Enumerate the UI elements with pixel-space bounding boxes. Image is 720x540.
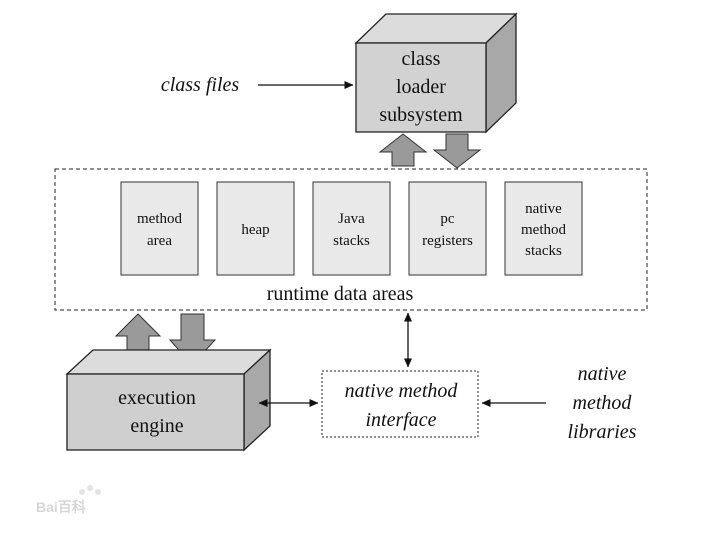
baike-watermark: Bai百科 <box>36 485 101 515</box>
runtime-area-label: method <box>521 222 566 238</box>
native-interface-line-1: native method <box>345 380 459 402</box>
runtime-area-label: heap <box>241 222 269 238</box>
runtime-area-label: stacks <box>333 233 370 249</box>
native-method-interface-box: native method interface <box>321 370 479 438</box>
runtime-area-label: Java <box>338 211 365 227</box>
class-loader-line-3: subsystem <box>379 104 463 126</box>
watermark-text: Bai百科 <box>36 499 86 515</box>
runtime-area-method-area: method area <box>120 181 199 276</box>
runtime-area-pc-registers: pc registers <box>408 181 487 276</box>
class-files-label: class files <box>161 74 240 96</box>
class-loader-box: class loader subsystem <box>354 12 518 134</box>
down-block-arrow-from-loader <box>432 133 482 169</box>
runtime-area-label: native <box>525 201 562 217</box>
runtime-data-areas-label: runtime data areas <box>267 283 414 305</box>
execution-engine-line-1: execution <box>118 387 196 409</box>
runtime-area-label: stacks <box>525 243 562 259</box>
native-libraries-line-3: libraries <box>568 421 637 443</box>
execution-engine-line-2: engine <box>130 415 183 437</box>
runtime-area-label: registers <box>422 233 473 249</box>
runtime-area-label: area <box>147 233 172 249</box>
class-loader-line-1: class <box>402 48 441 70</box>
runtime-area-java-stacks: Java stacks <box>312 181 391 276</box>
runtime-area-native-method-stacks: native method stacks <box>504 181 583 276</box>
native-libraries-line-2: method <box>573 392 633 414</box>
native-libraries-line-1: native <box>578 363 627 385</box>
up-block-arrow-to-loader <box>378 133 428 167</box>
runtime-area-label: pc <box>440 211 455 227</box>
execution-engine-box: execution engine <box>65 348 272 452</box>
native-interface-line-2: interface <box>365 409 436 431</box>
runtime-data-areas-container <box>54 168 648 311</box>
runtime-area-heap: heap <box>216 181 295 276</box>
runtime-area-label: method <box>137 211 182 227</box>
class-loader-line-2: loader <box>396 76 446 98</box>
